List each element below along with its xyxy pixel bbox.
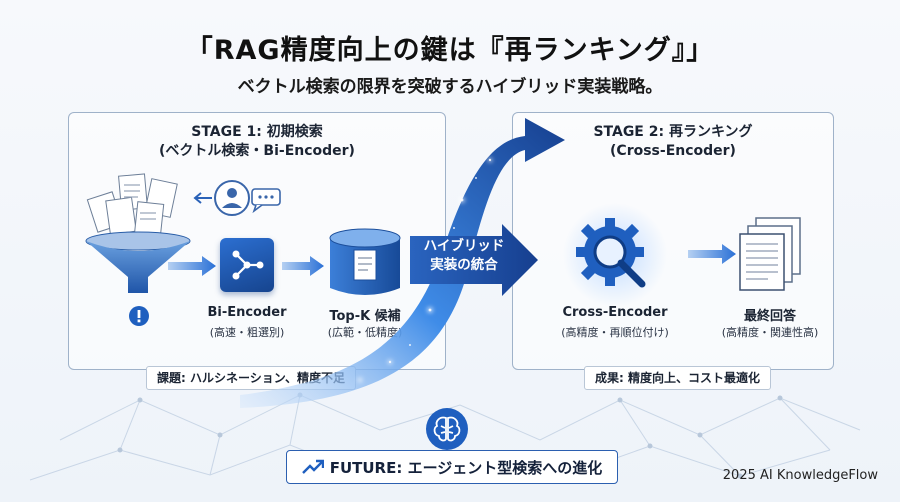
future-text: FUTURE: エージェント型検索への進化: [329, 458, 603, 477]
bi-encoder-sublabel: (高速・粗選別): [209, 326, 285, 339]
page-subtitle: ベクトル検索の限界を突破するハイブリッド実装戦略。: [237, 77, 663, 97]
topk-label: Top-K 候補: [329, 309, 401, 324]
user-query-icon: [214, 180, 281, 216]
stage2-title-line2: (Cross-Encoder): [610, 143, 736, 159]
cross-encoder-label: Cross-Encoder: [562, 305, 668, 320]
hybrid-label-line1: ハイブリッド: [423, 238, 505, 254]
final-answer-label: 最終回答: [743, 309, 796, 324]
bi-encoder-label: Bi-Encoder: [207, 305, 287, 320]
arrow-right-icon: [688, 244, 736, 264]
final-documents-icon: [739, 217, 801, 291]
stage2-result-tag: 成果: 精度向上、コスト最適化: [584, 366, 771, 390]
arrow-right-icon: [168, 256, 216, 276]
stage2-title: STAGE 2: 再ランキング (Cross-Encoder): [513, 123, 833, 161]
hybrid-label-line2: 実装の統合: [430, 257, 498, 273]
footer-credit: 2025 AI KnowledgeFlow: [722, 468, 878, 483]
arrow-right-icon: [282, 256, 324, 276]
final-answer-sublabel: (高精度・関連性高): [721, 326, 819, 339]
trend-up-icon: [301, 459, 324, 474]
hybrid-flow-arrow: [240, 118, 565, 408]
funnel-documents-icon: [85, 173, 191, 293]
brain-icon: [426, 408, 468, 450]
page-title: 「RAG精度向上の鍵は『再ランキング』」: [185, 35, 715, 66]
cross-encoder-gear-icon: [563, 203, 667, 307]
topk-sublabel: (広範・低精度): [327, 326, 403, 339]
stage1-title-line2: (ベクトル検索・Bi-Encoder): [159, 143, 355, 159]
hybrid-integration-arrow: [410, 224, 538, 296]
arrow-left-icon: [193, 192, 212, 204]
bi-encoder-icon: [220, 238, 274, 292]
future-banner: FUTURE: エージェント型検索への進化: [286, 450, 618, 484]
stage2-title-line1: STAGE 2: 再ランキング: [593, 124, 753, 140]
stage1-title: STAGE 1: 初期検索 (ベクトル検索・Bi-Encoder): [69, 123, 445, 161]
warning-icon: [129, 306, 149, 326]
stage1-title-line1: STAGE 1: 初期検索: [191, 124, 323, 140]
hybrid-integration-label: ハイブリッド 実装の統合: [414, 237, 514, 275]
database-icon: [329, 228, 401, 295]
cross-encoder-sublabel: (高精度・再順位付け): [561, 326, 669, 339]
